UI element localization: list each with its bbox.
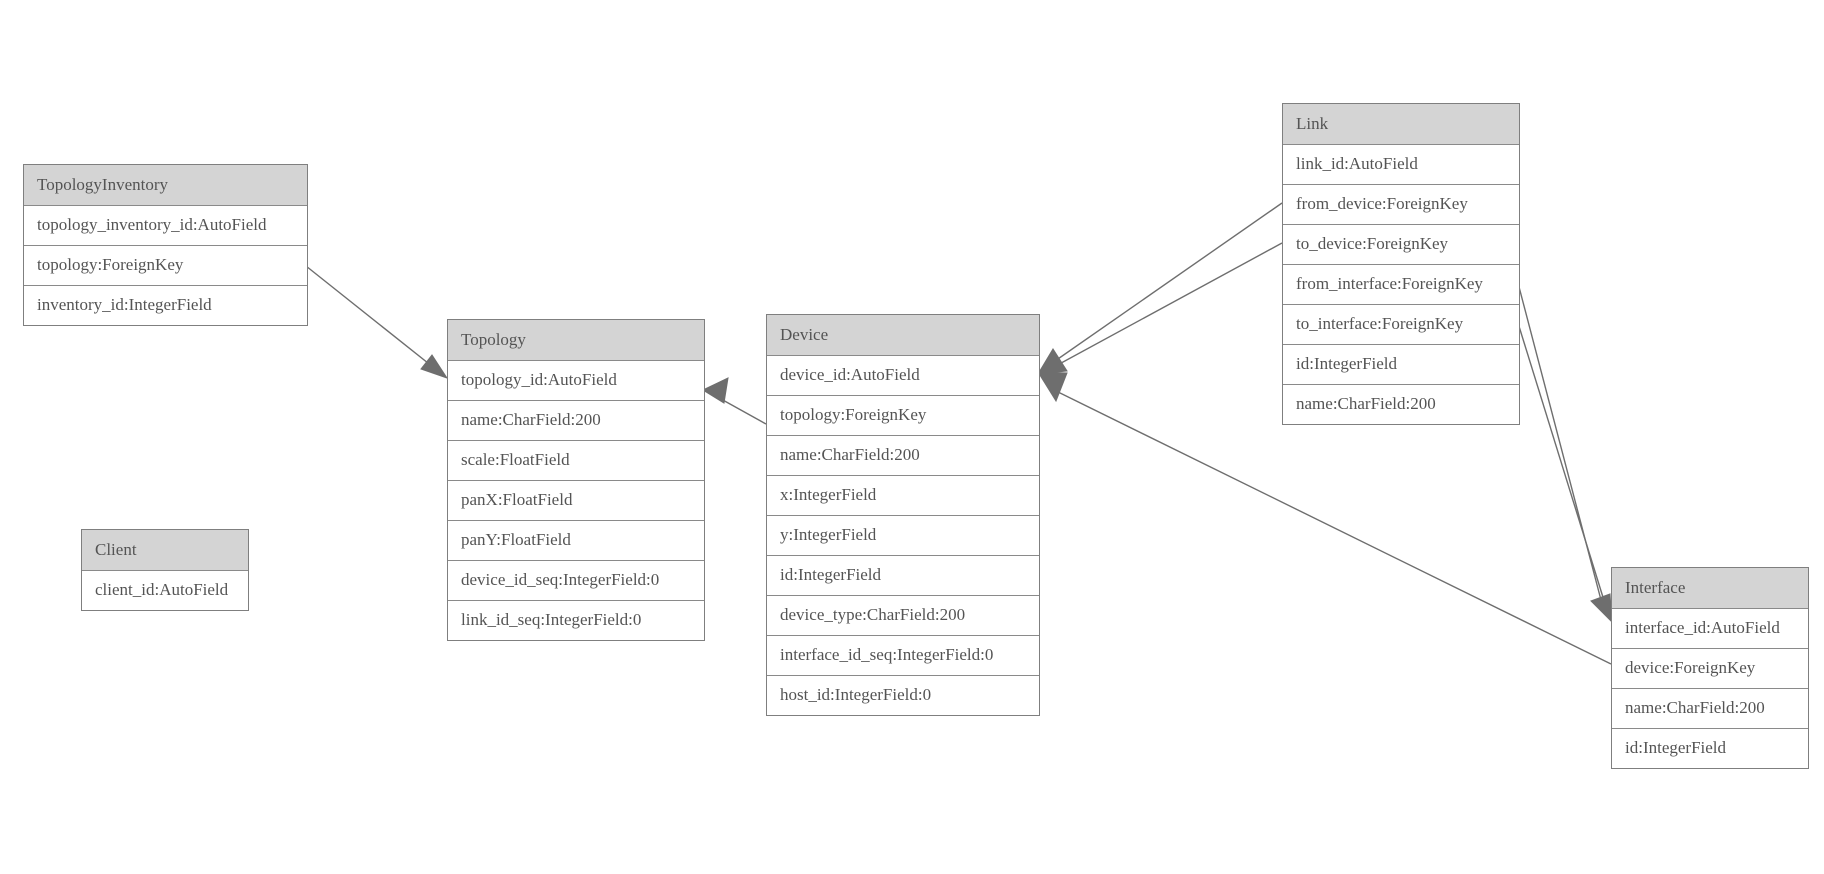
field-row: y:IntegerField [767,515,1039,555]
edge-link-fromdevice-device [1054,202,1283,362]
entity-client: Client client_id:AutoField [81,529,249,611]
edge-line [305,265,444,376]
field-row: name:CharField:200 [767,435,1039,475]
field-row: to_device:ForeignKey [1283,224,1519,264]
field-row: panX:FloatField [448,480,704,520]
field-row: x:IntegerField [767,475,1039,515]
arrowhead-icon [420,354,449,379]
field-row: name:CharField:200 [448,400,704,440]
field-row: panY:FloatField [448,520,704,560]
field-row: device_type:CharField:200 [767,595,1039,635]
edge-line [1054,202,1283,362]
field-row: from_device:ForeignKey [1283,184,1519,224]
field-row: to_interface:ForeignKey [1283,304,1519,344]
field-row: name:CharField:200 [1283,384,1519,424]
arrowhead-icon [701,377,729,404]
field-row: device_id:AutoField [767,355,1039,395]
edge-line [1055,390,1612,665]
entity-device: Device device_id:AutoField topology:Fore… [766,314,1040,716]
field-row: link_id_seq:IntegerField:0 [448,600,704,640]
edge-topologyinventory-topology [305,265,449,379]
field-row: scale:FloatField [448,440,704,480]
entity-title: Device [767,315,1039,355]
field-row: device_id_seq:IntegerField:0 [448,560,704,600]
entity-title: TopologyInventory [24,165,307,205]
edge-line [1051,242,1283,369]
field-row: id:IntegerField [1283,344,1519,384]
field-row: id:IntegerField [767,555,1039,595]
entity-title: Link [1283,104,1519,144]
arrowhead-icon [1037,371,1068,403]
field-row: id:IntegerField [1612,728,1808,768]
field-row: topology_id:AutoField [448,360,704,400]
field-row: interface_id:AutoField [1612,608,1808,648]
field-row: from_interface:ForeignKey [1283,264,1519,304]
arrowhead-icon [1590,593,1613,624]
entity-topology: Topology topology_id:AutoField name:Char… [447,319,705,641]
edge-link-tointerface-interface [1517,322,1613,624]
field-row: inventory_id:IntegerField [24,285,307,325]
edge-link-todevice-device [1037,242,1283,375]
field-row: topology_inventory_id:AutoField [24,205,307,245]
entity-link: Link link_id:AutoField from_device:Forei… [1282,103,1520,425]
field-row: interface_id_seq:IntegerField:0 [767,635,1039,675]
field-row: name:CharField:200 [1612,688,1808,728]
entity-title: Client [82,530,248,570]
edge-device-topology [701,377,767,425]
entity-title: Interface [1612,568,1808,608]
entity-title: Topology [448,320,704,360]
edge-line [1517,322,1607,608]
field-row: topology:ForeignKey [24,245,307,285]
entity-interface: Interface interface_id:AutoField device:… [1611,567,1809,769]
field-row: device:ForeignKey [1612,648,1808,688]
edge-interface-device [1037,371,1612,665]
field-row: link_id:AutoField [1283,144,1519,184]
entity-topologyinventory: TopologyInventory topology_inventory_id:… [23,164,308,326]
field-row: topology:ForeignKey [767,395,1039,435]
field-row: host_id:IntegerField:0 [767,675,1039,715]
field-row: client_id:AutoField [82,570,248,610]
